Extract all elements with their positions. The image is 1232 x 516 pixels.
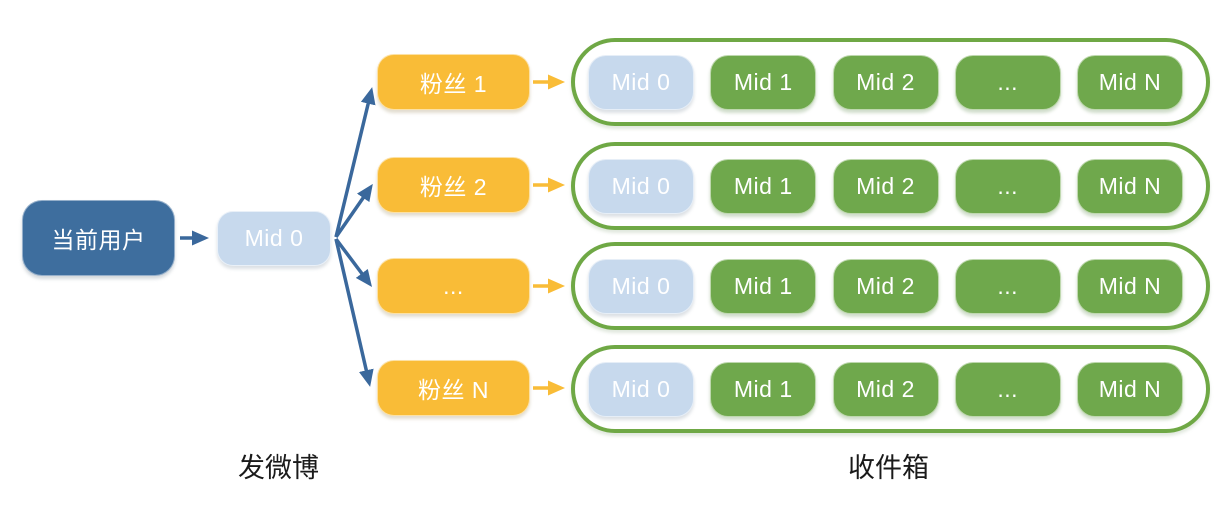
inbox-mid-pill: Mid 1 [710, 361, 817, 417]
inbox-mid-pill: Mid 0 [588, 258, 694, 314]
inbox-mid-pill: Mid 0 [588, 361, 694, 417]
inbox-mid-pill-ellipsis: ... [954, 361, 1061, 417]
fan-node-2: 粉丝 2 [377, 157, 530, 213]
fanout-arrow-1 [334, 87, 376, 238]
inbox-row-3: Mid 0 Mid 1 Mid 2 ... Mid N [571, 242, 1210, 330]
inbox-mid-pill: Mid N [1077, 361, 1183, 417]
fan-node-1: 粉丝 1 [377, 54, 530, 110]
publish-caption: 发微博 [238, 453, 319, 483]
inbox-mid-pill: Mid 2 [832, 54, 939, 110]
fan-node-ellipsis: ... [377, 258, 530, 314]
fanout-arrow-2 [334, 183, 373, 238]
fanout-arrow-3 [334, 237, 372, 287]
current-user-node: 当前用户 [22, 200, 175, 276]
inbox-mid-pill: Mid 1 [710, 54, 817, 110]
inbox-row-2: Mid 0 Mid 1 Mid 2 ... Mid N [571, 142, 1210, 230]
inbox-mid-pill: Mid N [1077, 258, 1183, 314]
source-mid-node: Mid 0 [217, 211, 331, 266]
inbox-mid-pill: Mid 2 [832, 258, 939, 314]
fanout-arrow-4 [334, 238, 374, 387]
inbox-mid-pill: Mid 0 [588, 54, 694, 110]
inbox-mid-pill-ellipsis: ... [954, 54, 1061, 110]
inbox-mid-pill-ellipsis: ... [954, 158, 1061, 214]
inbox-mid-pill: Mid 1 [710, 258, 817, 314]
inbox-mid-pill: Mid 2 [832, 361, 939, 417]
inbox-row-1: Mid 0 Mid 1 Mid 2 ... Mid N [571, 38, 1210, 126]
inbox-mid-pill-ellipsis: ... [954, 258, 1061, 314]
inbox-mid-pill: Mid 0 [588, 158, 694, 214]
inbox-row-4: Mid 0 Mid 1 Mid 2 ... Mid N [571, 345, 1210, 433]
inbox-mid-pill: Mid N [1077, 158, 1183, 214]
fan-node-n: 粉丝 N [377, 360, 530, 416]
inbox-mid-pill: Mid 1 [710, 158, 817, 214]
inbox-caption: 收件箱 [848, 453, 929, 483]
inbox-mid-pill: Mid 2 [832, 158, 939, 214]
inbox-mid-pill: Mid N [1077, 54, 1183, 110]
